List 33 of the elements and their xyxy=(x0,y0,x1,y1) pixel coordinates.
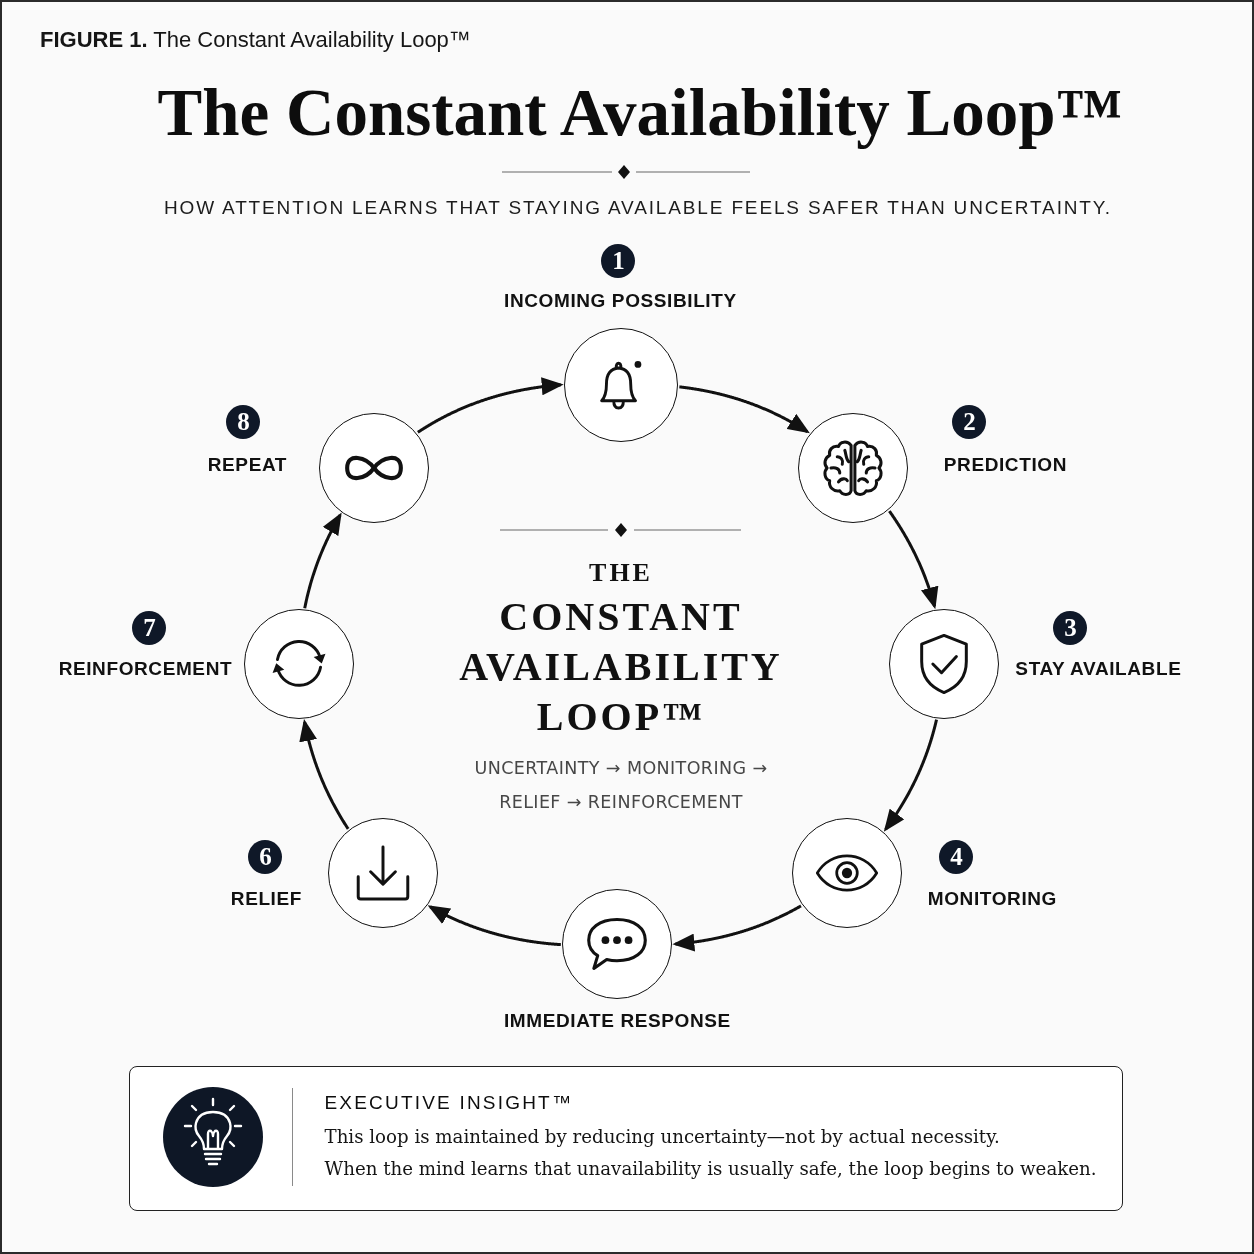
diagram-title: The Constant Availability Loop™ xyxy=(157,75,1123,149)
panel-text: This loop is maintained by reducing uncertainty—not by actual necessity. xyxy=(324,1124,1000,1149)
curved-arrow xyxy=(888,510,939,610)
curved-arrow xyxy=(672,904,802,952)
curved-arrow xyxy=(303,512,342,610)
step-label: STAY AVAILABLE xyxy=(1015,657,1182,682)
curved-arrow xyxy=(883,718,938,832)
step-number: 3 xyxy=(1053,611,1088,646)
center-title: THE xyxy=(589,557,653,589)
panel-text: When the mind learns that unavailability is usually safe, the loop begins to weaken. xyxy=(324,1156,1097,1181)
subtitle: HOW ATTENTION LEARNS THAT STAYING AVAILABLE FEELS SAFER THAN UNCERTAINTY. xyxy=(164,196,1112,220)
step-number: 8 xyxy=(226,405,261,440)
step-number: 6 xyxy=(248,840,283,875)
step-label: REINFORCEMENT xyxy=(58,657,233,682)
step-label: INCOMING POSSIBILITY xyxy=(504,289,737,314)
curved-arrow xyxy=(416,377,564,434)
curved-arrow xyxy=(299,719,350,830)
center-title: CONSTANT AVAILABILITY LOOP™ xyxy=(458,593,784,741)
step-number: 1 xyxy=(601,244,636,279)
step-label: REPEAT xyxy=(207,453,288,478)
curved-arrow xyxy=(427,905,562,947)
figure-caption: FIGURE 1. The Constant Availability Loop™ xyxy=(40,27,471,53)
step-number: 4 xyxy=(939,840,974,875)
step-label: RELIEF xyxy=(230,887,302,912)
step-label: IMMEDIATE RESPONSE xyxy=(503,1009,731,1034)
step-label: PREDICTION xyxy=(943,453,1067,478)
step-number: 2 xyxy=(952,405,987,440)
step-label: MONITORING xyxy=(927,887,1057,912)
panel-heading: EXECUTIVE INSIGHT™ xyxy=(324,1090,574,1115)
step-number: 7 xyxy=(132,611,167,646)
cycle-summary: UNCERTAINTY → MONITORING → RELIEF → REINFORCEMENT xyxy=(473,757,769,814)
insight-panel xyxy=(129,1066,1123,1211)
curved-arrow xyxy=(678,385,810,434)
